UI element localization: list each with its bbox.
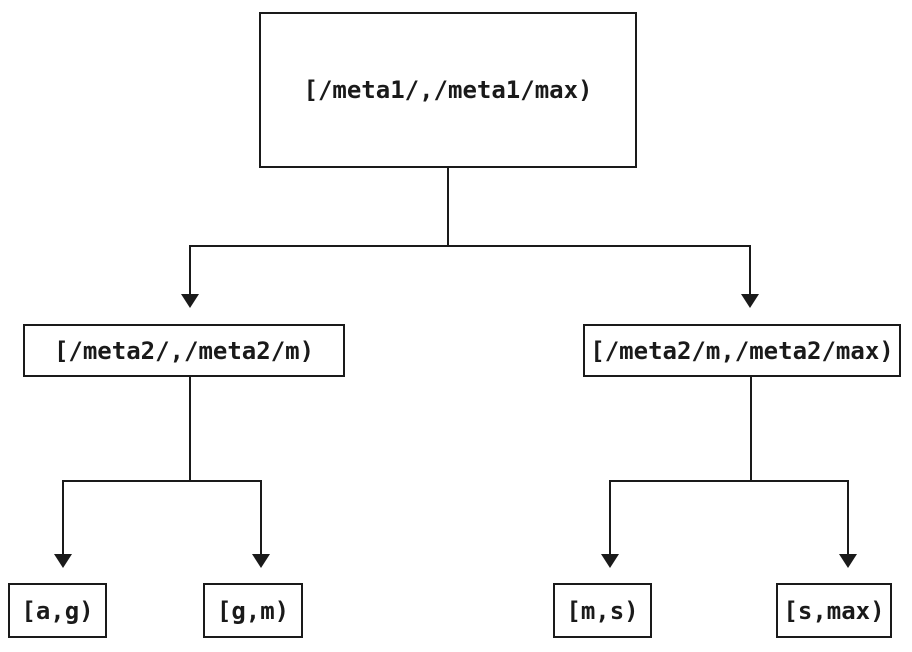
arrowhead-down-icon (741, 294, 759, 308)
node-label: [a,g) (21, 596, 94, 625)
arrowhead-down-icon (601, 554, 619, 568)
edge-level2-left-branch (62, 480, 262, 554)
arrowhead-down-icon (252, 554, 270, 568)
node-label: [m,s) (566, 596, 639, 625)
node-meta2-first-half: [/meta2/,/meta2/m) (23, 324, 345, 377)
arrowhead-down-icon (181, 294, 199, 308)
node-label: [/meta2/,/meta2/m) (53, 336, 315, 365)
edge-level1-branch (189, 245, 751, 294)
node-range-s-max: [s,max) (776, 583, 892, 638)
arrowhead-down-icon (54, 554, 72, 568)
node-range-g-m: [g,m) (203, 583, 303, 638)
node-meta1-range: [/meta1/,/meta1/max) (259, 12, 637, 168)
node-label: [/meta2/m,/meta2/max) (590, 336, 894, 365)
node-meta2-second-half: [/meta2/m,/meta2/max) (583, 324, 901, 377)
node-range-m-s: [m,s) (553, 583, 652, 638)
node-label: [g,m) (216, 596, 290, 625)
node-label: [s,max) (783, 596, 885, 625)
node-range-a-g: [a,g) (8, 583, 107, 638)
edge-level2-right-branch (609, 480, 849, 554)
arrowhead-down-icon (839, 554, 857, 568)
node-label: [/meta1/,/meta1/max) (303, 76, 593, 104)
